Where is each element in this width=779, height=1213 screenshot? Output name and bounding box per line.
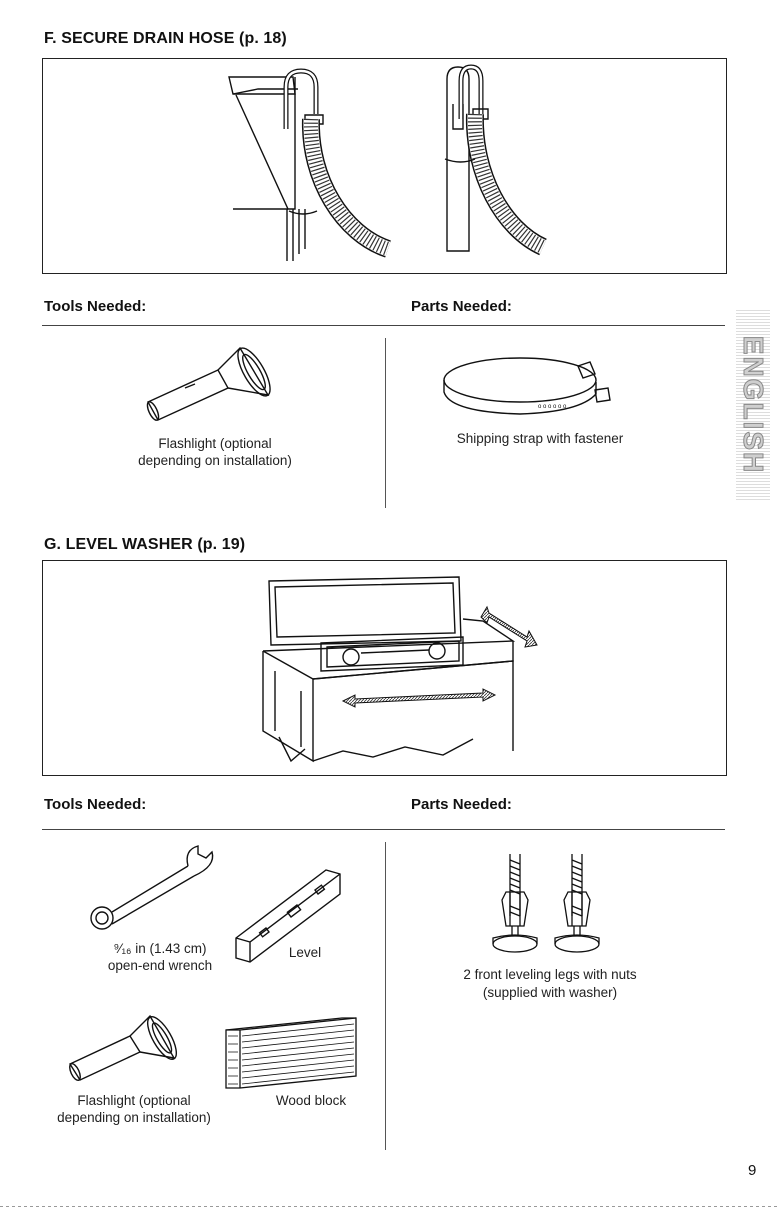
- flashlight-icon: [146, 346, 271, 421]
- flashlight-caption-line2: depending on installation): [138, 453, 292, 468]
- bottom-border: [0, 1206, 779, 1207]
- wrench-size-text: in (1.43 cm): [131, 941, 207, 956]
- level-washer-illustration: [262, 576, 538, 763]
- wrench-icon: [90, 845, 214, 930]
- flashlight-g-caption-line1: Flashlight (optional: [77, 1093, 191, 1108]
- page-number: 9: [748, 1162, 757, 1179]
- drain-hose-illustration-frame: [42, 58, 727, 274]
- shipping-strap-caption: Shipping strap with fastener: [456, 431, 624, 446]
- level-tool-icon: [235, 869, 341, 963]
- english-side-tab-text: ENGLISH: [738, 335, 770, 475]
- flashlight-g-caption-line2: depending on installation): [57, 1110, 211, 1125]
- level-caption: Level: [288, 945, 322, 960]
- drain-hose-illustration: [228, 64, 548, 261]
- section-f-column-divider: [385, 338, 386, 508]
- shipping-strap-icon: o o o o o o: [443, 357, 611, 415]
- svg-text:o o o o o o: o o o o o o: [538, 404, 567, 410]
- wrench-size-fraction: ⁹⁄₁₆: [113, 941, 132, 956]
- leveling-legs-caption-line1: 2 front leveling legs with nuts: [463, 967, 637, 982]
- flashlight-icon: [68, 1014, 178, 1082]
- section-g-tools-heading: Tools Needed:: [44, 796, 147, 813]
- section-g-column-divider: [385, 842, 386, 1150]
- leveling-legs-caption-line2: (supplied with washer): [482, 985, 618, 1000]
- level-washer-illustration-frame: [42, 560, 727, 776]
- wrench-caption-line2: open-end wrench: [107, 958, 213, 973]
- section-g-divider: [42, 829, 725, 830]
- section-f-parts-heading: Parts Needed:: [411, 298, 512, 315]
- wood-block-icon: [225, 1017, 357, 1089]
- flashlight-caption-line1: Flashlight (optional: [158, 436, 272, 451]
- section-g-title: G. LEVEL WASHER (p. 19): [44, 536, 246, 553]
- english-side-tab: ENGLISH: [736, 310, 770, 500]
- section-f-divider: [42, 325, 725, 326]
- section-g-parts-heading: Parts Needed:: [411, 796, 512, 813]
- wood-block-caption: Wood block: [275, 1093, 347, 1108]
- section-f-title: F. SECURE DRAIN HOSE (p. 18): [44, 30, 287, 47]
- wrench-caption-line1: ⁹⁄₁₆ in (1.43 cm): [70, 940, 250, 957]
- section-f-tools-heading: Tools Needed:: [44, 298, 147, 315]
- leveling-legs-icon: [492, 854, 600, 953]
